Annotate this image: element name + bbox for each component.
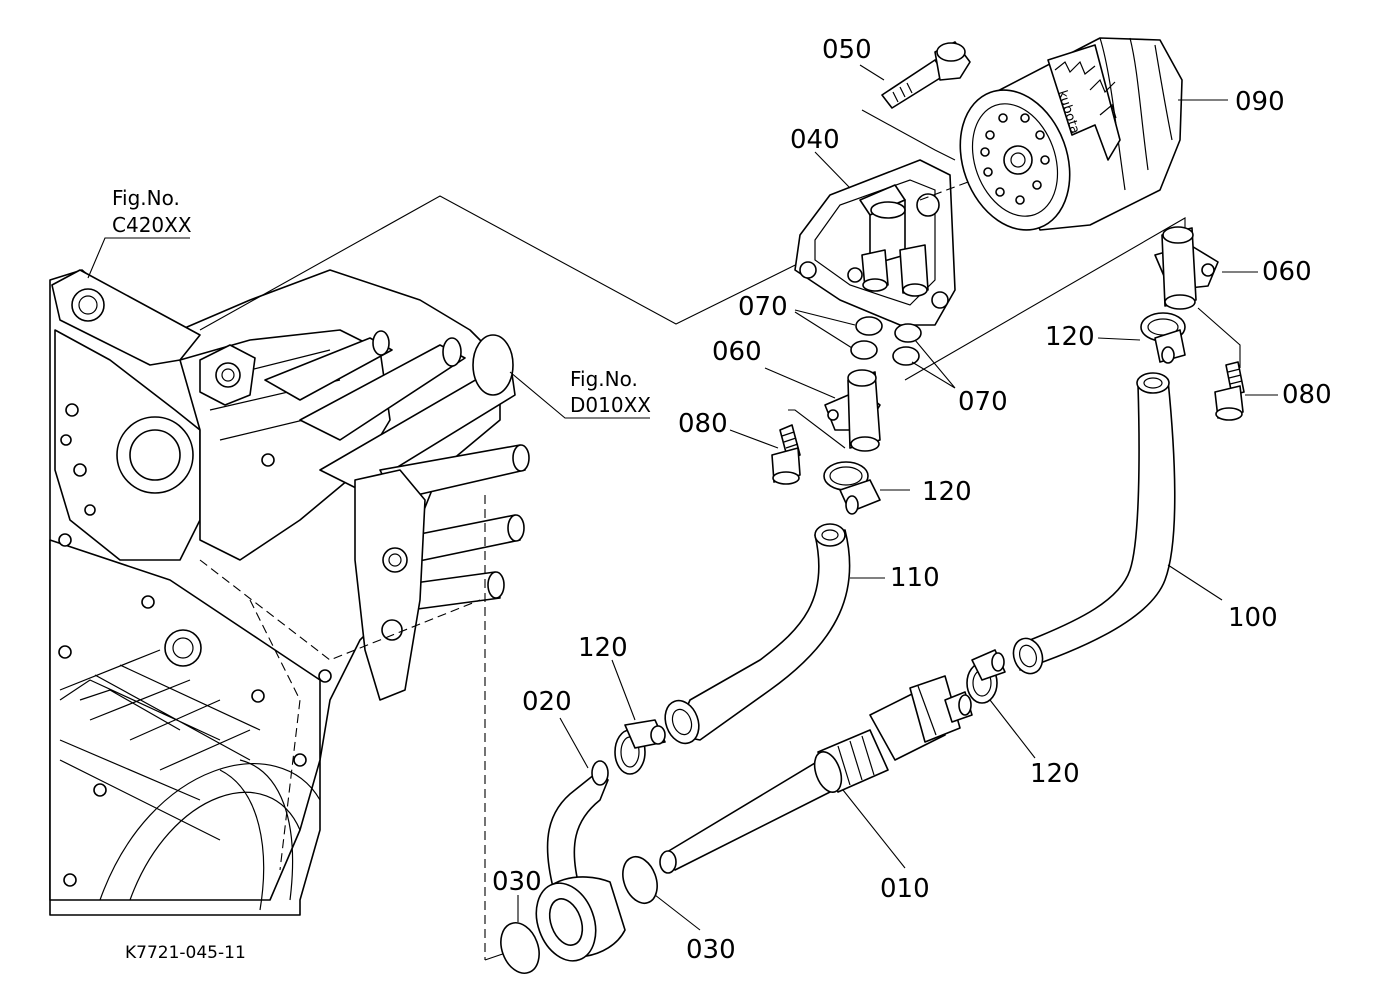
callout-070-right: 070 [958,387,1008,417]
part-050-bolt [881,41,971,109]
callout-110: 110 [890,563,940,593]
leader-120c [989,699,1036,759]
reference-d010-line2: D010XX [570,393,651,417]
part-120-clamp-a [823,461,881,515]
part-110-hose [664,523,851,745]
part-080-bolt-left [771,424,801,485]
transmission-housing [49,269,530,916]
leader-120d [1097,337,1141,341]
leader-030b [654,894,701,931]
leader-050 [859,64,885,81]
part-040-filter-head [794,159,1001,326]
leader-070b [911,339,956,389]
part-090-oil-filter: kubota [959,37,1183,231]
part-120-clamp-d [1140,312,1186,364]
part-030-o-ring-b [622,855,658,905]
leader-120b [611,659,636,721]
callout-100: 100 [1228,603,1278,633]
callout-060-left: 060 [712,337,762,367]
callout-030-left: 030 [492,867,542,897]
part-030-o-ring-a [500,922,540,974]
reference-d010-leader [509,371,650,419]
callout-010: 010 [880,874,930,904]
leader-020 [559,717,589,769]
connection-line-050 [861,109,956,161]
figure-code: K7721-045-11 [125,943,246,963]
part-120-clamp-c [966,649,1006,704]
reference-d010-line1: Fig.No. [570,367,638,391]
leader-080a [729,429,779,449]
callout-070-left: 070 [738,292,788,322]
part-070-o-rings [850,316,922,366]
leader-070a [794,309,856,349]
callout-030-right: 030 [686,935,736,965]
leader-040 [814,151,851,189]
part-060-fitting-right [1154,226,1219,310]
reference-c420-line2: C420XX [112,213,192,237]
callout-090: 090 [1235,87,1285,117]
part-100-hose [1012,372,1176,675]
callout-060-right: 060 [1262,257,1312,287]
part-120-clamp-b [614,719,666,775]
connection-line-040 [199,195,867,331]
connection-line-080a [788,409,846,449]
callout-120-upper-right: 120 [1045,322,1095,352]
part-060-fitting-left [824,369,881,452]
callout-080-right: 080 [1282,380,1332,410]
callout-120-lower-right: 120 [1030,759,1080,789]
leader-100 [1167,564,1223,601]
part-020-pipe [535,760,626,962]
connection-line-080b [1197,307,1241,368]
callout-020: 020 [522,687,572,717]
callout-080-left: 080 [678,409,728,439]
leader-010 [842,789,906,869]
callout-040: 040 [790,125,840,155]
leader-060a [764,367,836,399]
reference-c420-line1: Fig.No. [112,186,180,210]
callout-050: 050 [822,35,872,65]
part-080-bolt-right [1214,361,1245,421]
reference-c420-leader [87,237,190,279]
part-010-strainer [659,675,973,874]
callout-120-upper-left: 120 [922,477,972,507]
callout-120-mid: 120 [578,633,628,663]
